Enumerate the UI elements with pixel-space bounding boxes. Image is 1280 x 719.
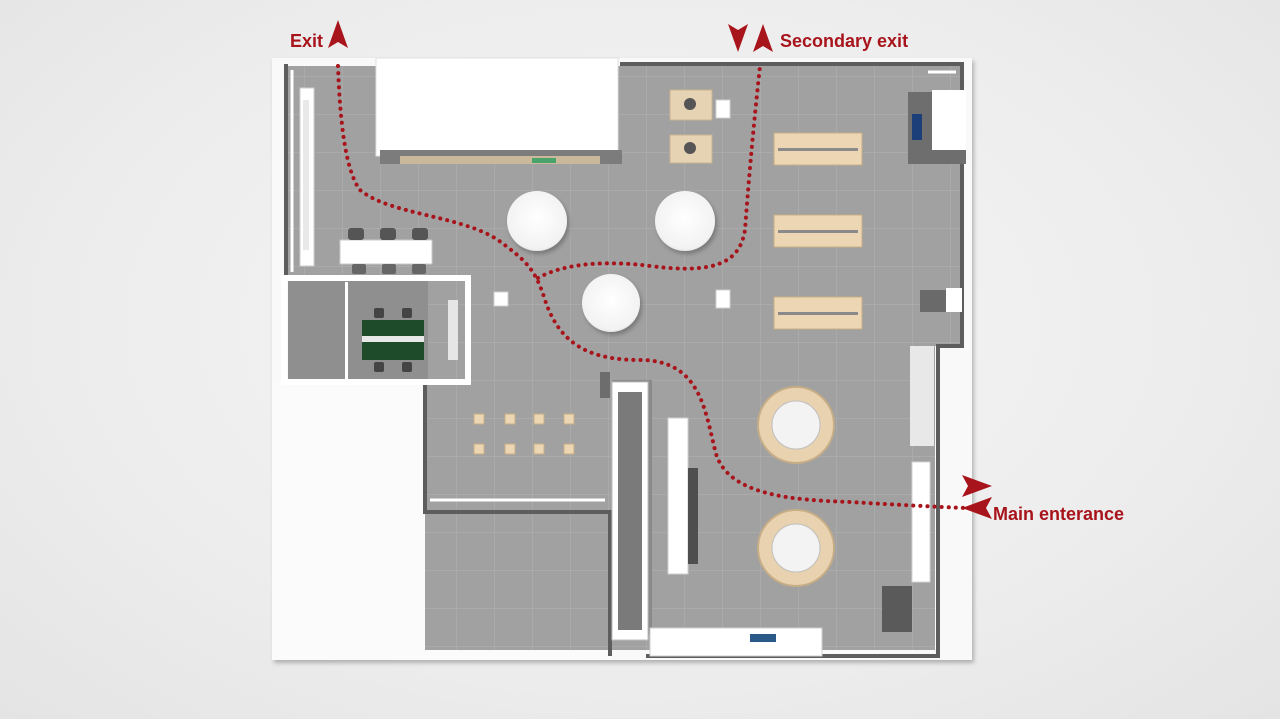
wall-highlights [290, 70, 956, 502]
top-counter-block [375, 57, 622, 164]
outer-walls [284, 62, 964, 658]
product-display-tiles [669, 89, 713, 164]
long-tables [773, 132, 863, 330]
exit-label: Exit [290, 31, 323, 51]
visitor-route [336, 64, 967, 510]
round-tables [507, 191, 715, 332]
square-stools [473, 413, 575, 455]
workstation-row [339, 228, 433, 274]
arrow-down-up-icon [728, 24, 773, 52]
bottom-counter [649, 627, 823, 657]
arrow-in-out-icon [962, 475, 992, 519]
meeting-room [281, 275, 471, 385]
center-display-wall [600, 372, 698, 641]
left-wall-display [299, 87, 315, 267]
arrow-up-icon [328, 20, 348, 48]
round-wood-tables [757, 386, 835, 587]
stools [493, 99, 731, 309]
main-entrance-label: Main enterance [993, 504, 1124, 524]
secondary-exit-label: Secondary exit [780, 31, 908, 51]
right-wall-strip [882, 346, 934, 632]
tv-kiosk [908, 90, 966, 312]
